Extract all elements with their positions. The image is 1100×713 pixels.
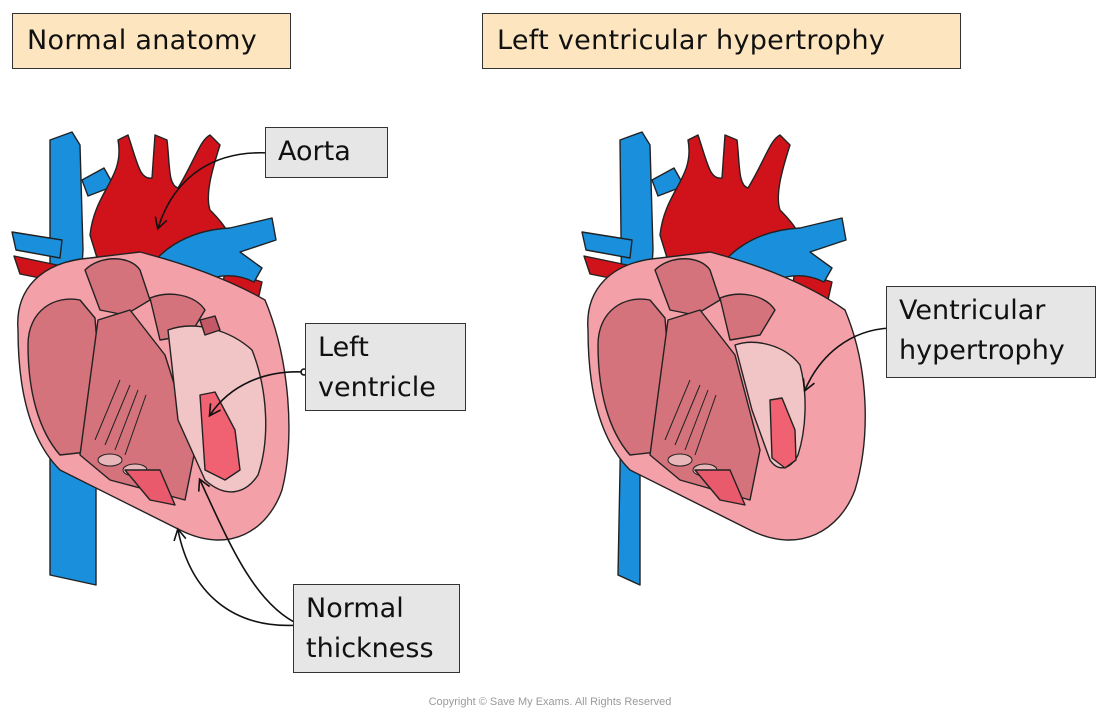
- label-normal-thickness-line1: Normal: [306, 593, 404, 624]
- label-left-ventricle: Left ventricle: [305, 323, 466, 411]
- copyright-notice: Copyright © Save My Exams. All Rights Re…: [428, 696, 672, 708]
- label-left-ventricle-line1: Left: [318, 332, 369, 363]
- label-aorta: Aorta: [265, 127, 388, 178]
- arrow-left-ventricle: [208, 371, 305, 418]
- title-left-ventricular-hypertrophy: Left ventricular hypertrophy: [482, 13, 961, 69]
- arrow-hypertrophy: [802, 327, 891, 393]
- arrow-normal-thickness-2: [173, 527, 301, 627]
- arrow-normal-thickness-1: [197, 477, 301, 626]
- hypertrophy-heart: [581, 131, 866, 586]
- normal-heart: [11, 131, 290, 586]
- label-normal-thickness-line2: thickness: [306, 633, 434, 664]
- label-normal-thickness: Normal thickness: [293, 584, 460, 673]
- annotation-arrows: [154, 149, 894, 629]
- title-normal-anatomy: Normal anatomy: [12, 13, 291, 69]
- label-ventricular-hypertrophy: Ventricular hypertrophy: [886, 286, 1096, 378]
- label-left-ventricle-line2: ventricle: [318, 372, 436, 403]
- arrow-aorta: [154, 152, 271, 231]
- label-ventricular-hypertrophy-line1: Ventricular: [899, 295, 1046, 326]
- label-aorta-text: Aorta: [278, 136, 351, 167]
- label-ventricular-hypertrophy-line2: hypertrophy: [899, 335, 1065, 366]
